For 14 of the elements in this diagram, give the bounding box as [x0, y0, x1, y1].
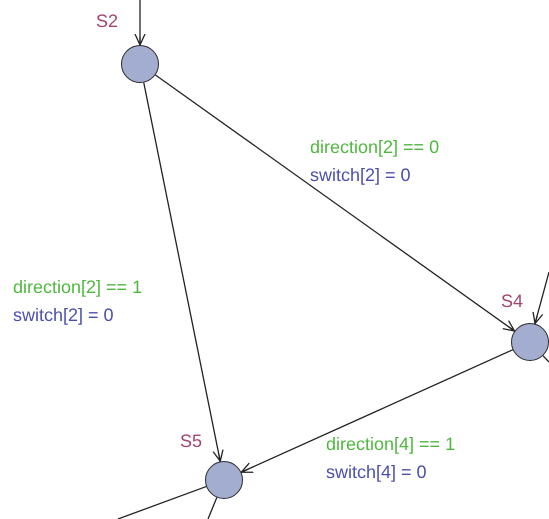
guard-label: direction[4] == 1	[326, 433, 456, 455]
arrow	[155, 74, 516, 332]
arrow	[532, 272, 549, 324]
assignment-label: switch[2] = 0	[13, 304, 114, 326]
state-name: S5	[180, 430, 202, 452]
state-name: S2	[96, 10, 118, 32]
assignment-label: switch[2] = 0	[310, 164, 411, 186]
arrow	[143, 82, 224, 462]
assignment-label: switch[4] = 0	[326, 461, 427, 483]
arrow	[240, 349, 513, 473]
arrow	[134, 0, 146, 46]
state-name: S4	[501, 290, 524, 312]
guard-label: direction[2] == 0	[310, 136, 440, 158]
guard-label: direction[2] == 1	[13, 276, 142, 298]
